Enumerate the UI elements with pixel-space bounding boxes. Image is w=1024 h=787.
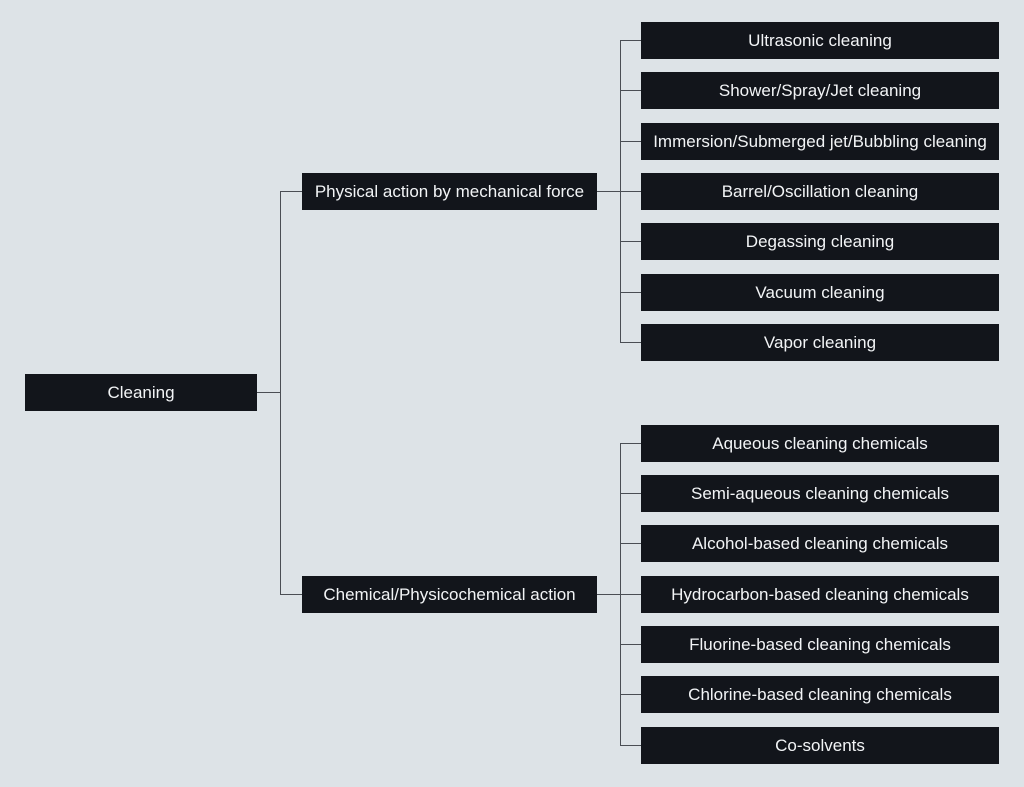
leaf-node: Ultrasonic cleaning [641, 22, 999, 59]
leaf-node: Hydrocarbon-based cleaning chemicals [641, 576, 999, 613]
leaf-node: Shower/Spray/Jet cleaning [641, 72, 999, 109]
leaf-node: Immersion/Submerged jet/Bubbling cleanin… [641, 123, 999, 160]
leaf-node: Fluorine-based cleaning chemicals [641, 626, 999, 663]
root-node-cleaning: Cleaning [25, 374, 257, 411]
leaf-node: Chlorine-based cleaning chemicals [641, 676, 999, 713]
branch-node-chemical: Chemical/Physicochemical action [302, 576, 597, 613]
leaf-node: Alcohol-based cleaning chemicals [641, 525, 999, 562]
leaf-node: Vacuum cleaning [641, 274, 999, 311]
branch-node-physical: Physical action by mechanical force [302, 173, 597, 210]
leaf-node: Barrel/Oscillation cleaning [641, 173, 999, 210]
leaf-node: Vapor cleaning [641, 324, 999, 361]
leaf-node: Degassing cleaning [641, 223, 999, 260]
leaf-node: Aqueous cleaning chemicals [641, 425, 999, 462]
leaf-node: Semi-aqueous cleaning chemicals [641, 475, 999, 512]
leaf-node: Co-solvents [641, 727, 999, 764]
